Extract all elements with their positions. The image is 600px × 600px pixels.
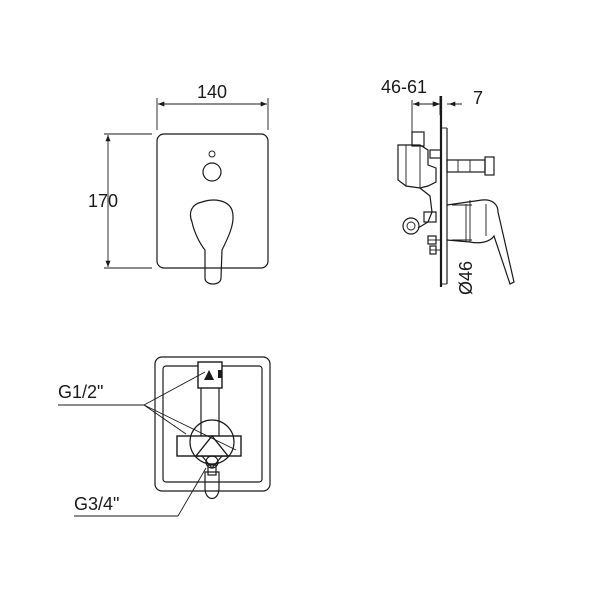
lever-handle-side bbox=[446, 199, 515, 285]
plate-thickness-label: 7 bbox=[473, 88, 483, 108]
diameter-label: Ø46 bbox=[456, 261, 476, 295]
installation-box-outer bbox=[154, 356, 271, 492]
lower-outlet-icon bbox=[204, 471, 220, 500]
cover-plate bbox=[156, 133, 269, 269]
upper-connection-label: G1/2" bbox=[58, 382, 103, 402]
depth-range-label: 46-61 bbox=[381, 77, 427, 97]
side-view: 46-61 7 bbox=[381, 77, 515, 295]
width-dimension-label: 140 bbox=[197, 82, 227, 102]
diverter-knob-icon bbox=[202, 162, 222, 182]
diverter-knob-side bbox=[446, 159, 486, 173]
height-dimension-label: 170 bbox=[88, 191, 118, 211]
rear-view: G1/2" G3/4" bbox=[58, 356, 271, 517]
front-view: 140 170 bbox=[88, 82, 269, 285]
outlet-connection-icon bbox=[402, 217, 420, 235]
lower-connection-label: G3/4" bbox=[74, 494, 119, 514]
valve-body bbox=[397, 144, 437, 189]
lever-handle bbox=[189, 199, 234, 285]
